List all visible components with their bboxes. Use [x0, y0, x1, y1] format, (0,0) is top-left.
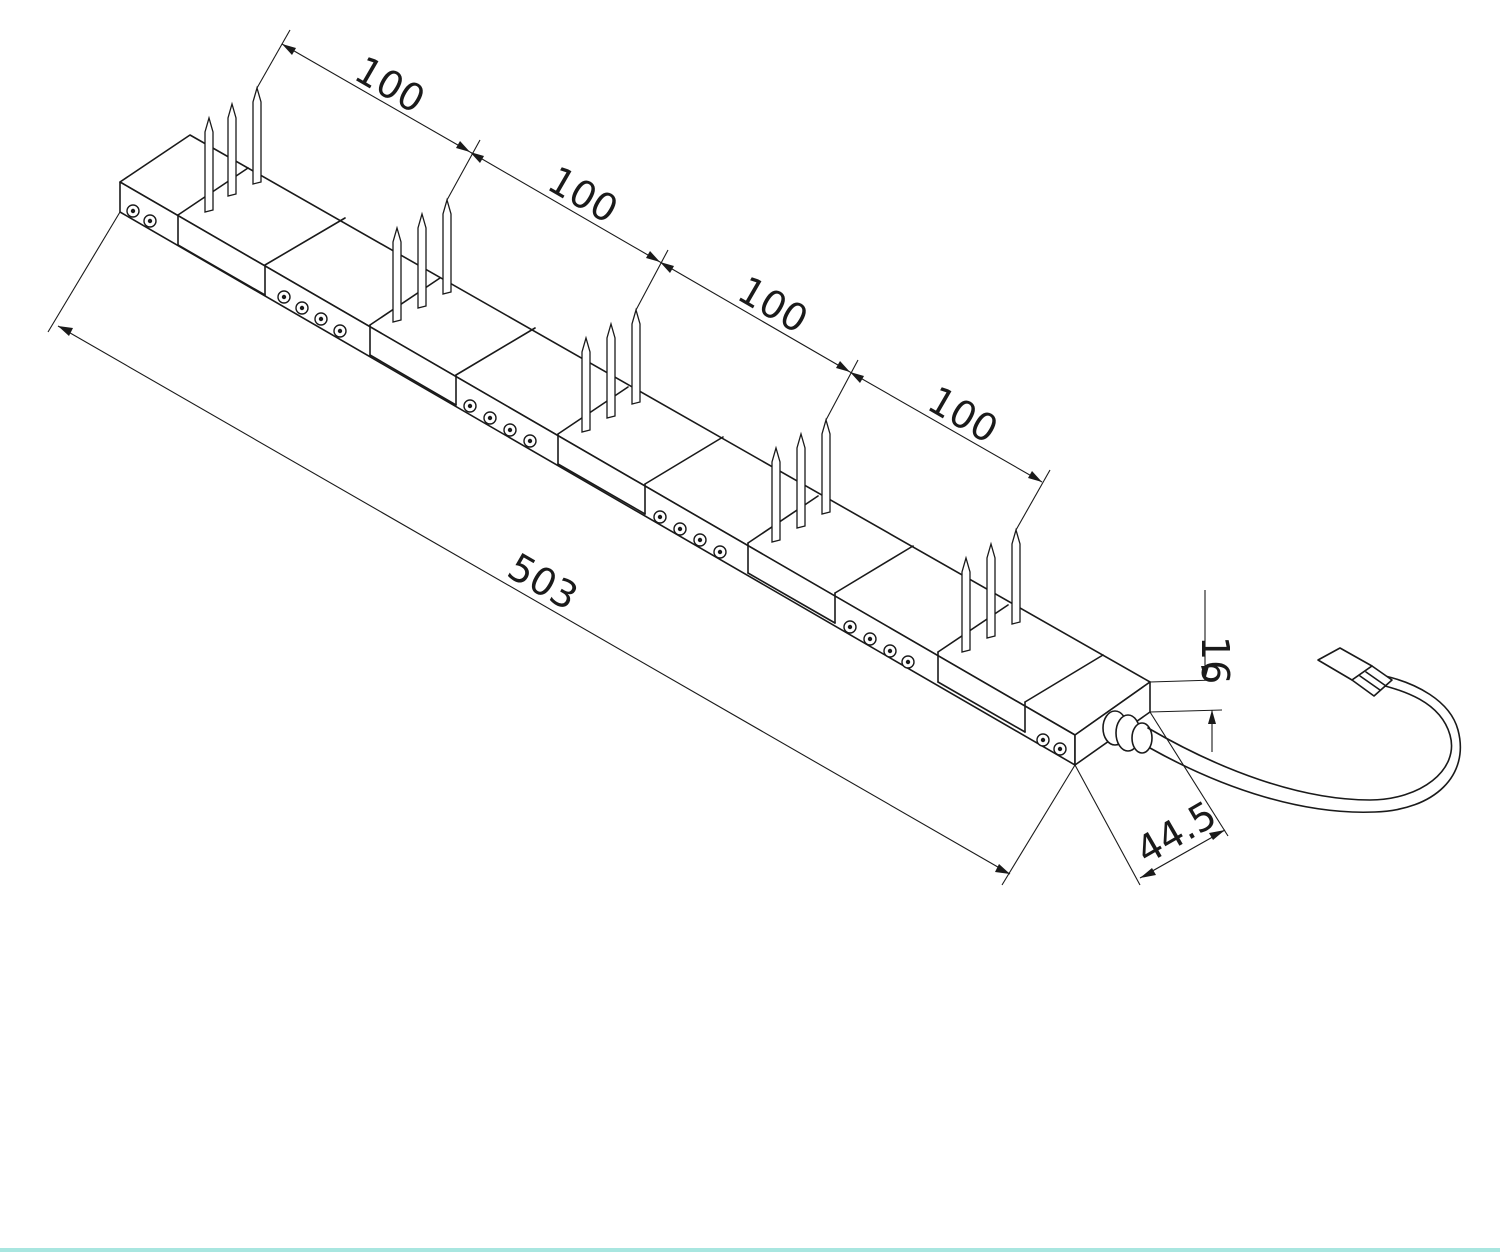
probe-pins [204, 85, 1021, 653]
pitch-dimension-label-2: 100 [541, 158, 626, 232]
total-length-label: 503 [501, 545, 586, 619]
pitch-dimension-label-1: 100 [348, 48, 433, 122]
pitch-dimension-label-3: 100 [731, 268, 816, 342]
height-dimension-label: 16 [1193, 636, 1237, 684]
cable-assembly [1102, 647, 1462, 814]
width-dimension-label: 44.5 [1129, 792, 1224, 872]
bottom-strip [0, 1248, 1500, 1252]
sensor-bar-body [119, 134, 1151, 766]
dimension-lines [47, 29, 1229, 886]
pitch-dimension-label-4: 100 [921, 378, 1006, 452]
screw-holes [126, 204, 1067, 756]
